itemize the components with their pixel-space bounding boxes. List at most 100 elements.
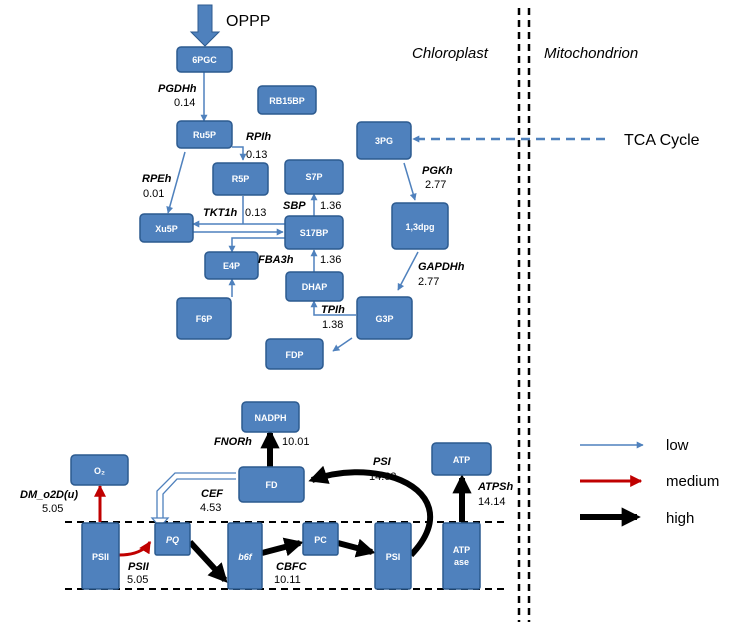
- reaction-tkt1h-value: 0.13: [245, 207, 266, 219]
- node-g3p: G3P: [356, 296, 413, 340]
- chloroplast-label: Chloroplast: [412, 45, 489, 62]
- node-f6p: F6P: [176, 297, 232, 340]
- arrow-ru5p-xu5p: [166, 151, 186, 214]
- node-o2: O₂: [70, 454, 129, 486]
- reaction-fba3h-name: FBA3h: [258, 254, 294, 266]
- node-fd: FD: [238, 466, 305, 503]
- svg-text:DHAP: DHAP: [302, 282, 328, 292]
- arrow-psi-fd: [308, 465, 434, 558]
- node-3pg: 3PG: [356, 121, 412, 160]
- node-atpase: ATP ase: [442, 522, 481, 590]
- reaction-gapdhh-value: 2.77: [418, 276, 439, 288]
- reaction-tkt1h-name: TKT1h: [203, 207, 238, 219]
- svg-text:NADPH: NADPH: [254, 413, 286, 423]
- svg-text:PSII: PSII: [92, 552, 109, 562]
- arrow-pq-b6f: [187, 539, 228, 583]
- arrow-g3p-dhap: [310, 300, 356, 316]
- node-s17bp: S17BP: [284, 215, 344, 250]
- reaction-tpih-value: 1.38: [322, 319, 343, 331]
- node-b6f: b6f: [227, 522, 263, 590]
- node-nadph: NADPH: [241, 401, 300, 433]
- reaction-rpih-value: 0.13: [246, 149, 267, 161]
- svg-text:R5P: R5P: [232, 174, 250, 184]
- svg-text:3PG: 3PG: [375, 136, 393, 146]
- svg-text:Xu5P: Xu5P: [155, 224, 178, 234]
- reaction-pgkh-value: 2.77: [425, 179, 446, 191]
- node-6pgc: 6PGC: [176, 46, 233, 73]
- reaction-psi-name: PSI: [373, 456, 392, 468]
- reaction-dm-o2d-name: DM_o2D(u): [20, 489, 78, 501]
- svg-text:ATP: ATP: [453, 545, 470, 555]
- svg-text:G3P: G3P: [375, 314, 393, 324]
- svg-text:PSI: PSI: [386, 552, 401, 562]
- svg-text:FDP: FDP: [286, 350, 304, 360]
- svg-text:O₂: O₂: [94, 466, 105, 476]
- reaction-pgdhh-value: 0.14: [174, 97, 195, 109]
- svg-text:E4P: E4P: [223, 261, 240, 271]
- svg-text:6PGC: 6PGC: [192, 55, 217, 65]
- svg-text:PC: PC: [314, 535, 327, 545]
- node-fdp: FDP: [265, 338, 324, 370]
- svg-text:S17BP: S17BP: [300, 228, 329, 238]
- node-pc: PC: [302, 522, 339, 556]
- legend-low-label: low: [666, 437, 689, 454]
- node-e4p: E4P: [204, 251, 259, 280]
- reaction-fba3h-value: 1.36: [320, 254, 341, 266]
- reaction-pgkh-name: PGKh: [422, 165, 453, 177]
- svg-text:FD: FD: [266, 480, 278, 490]
- svg-text:Ru5P: Ru5P: [193, 130, 216, 140]
- svg-text:PQ: PQ: [166, 535, 179, 545]
- arrow-pc-psi: [337, 538, 376, 558]
- svg-text:ATP: ATP: [453, 455, 470, 465]
- arrow-g3p-fdp: [332, 337, 353, 352]
- reaction-fnorh-name: FNORh: [214, 436, 252, 448]
- reaction-rpeh-value: 0.01: [143, 188, 164, 200]
- node-psii: PSII: [81, 522, 120, 590]
- tca-cycle-label: TCA Cycle: [624, 132, 700, 149]
- arrow-ru5p-r5p: [232, 146, 247, 161]
- node-ru5p: Ru5P: [176, 120, 233, 149]
- node-dhap: DHAP: [285, 271, 344, 302]
- node-xu5p: Xu5P: [139, 213, 194, 243]
- node-s7p: S7P: [284, 159, 344, 195]
- node-psi: PSI: [374, 522, 412, 590]
- reaction-psii-name: PSII: [128, 561, 150, 573]
- legend-high-label: high: [666, 510, 694, 527]
- reaction-rpih-name: RPIh: [246, 131, 271, 143]
- legend: low medium high: [580, 437, 719, 527]
- reaction-atpsh-name: ATPSh: [477, 481, 514, 493]
- mitochondrion-label: Mitochondrion: [544, 45, 638, 62]
- arrow-cef-fd-pq-outline: [156, 472, 236, 520]
- reaction-rpeh-name: RPEh: [142, 173, 172, 185]
- reaction-cbfc-name: CBFC: [276, 561, 308, 573]
- svg-text:RB15BP: RB15BP: [269, 96, 305, 106]
- reaction-psii-value: 5.05: [127, 574, 148, 586]
- reaction-sbp-name: SBP: [283, 200, 306, 212]
- reaction-fnorh-value: 10.01: [282, 436, 310, 448]
- reaction-dm-o2d-value: 5.05: [42, 503, 63, 515]
- svg-text:F6P: F6P: [196, 314, 213, 324]
- svg-text:b6f: b6f: [238, 552, 253, 562]
- reaction-cef-value: 4.53: [200, 502, 221, 514]
- oppp-arrow: [189, 4, 221, 47]
- svg-text:1,3dpg: 1,3dpg: [405, 222, 434, 232]
- arrow-cef-fd-pq: [157, 473, 236, 520]
- node-r5p: R5P: [212, 162, 269, 196]
- reaction-tpih-name: TPIh: [321, 304, 345, 316]
- reaction-pgdhh-name: PGDHh: [158, 83, 197, 95]
- reaction-cef-name: CEF: [201, 488, 223, 500]
- reaction-psi-value: 14.63: [369, 471, 397, 483]
- arrow-tkt-e4p: [228, 237, 285, 253]
- reaction-cbfc-value: 10.11: [274, 574, 301, 586]
- node-pq: PQ: [154, 522, 191, 556]
- oppp-label: OPPP: [226, 13, 270, 30]
- arrow-3pg-13dpg: [403, 162, 417, 201]
- arrow-b6f-pc: [261, 537, 304, 557]
- svg-text:S7P: S7P: [305, 172, 322, 182]
- legend-medium-label: medium: [666, 473, 719, 490]
- reaction-gapdhh-name: GAPDHh: [418, 261, 465, 273]
- reaction-sbp-value: 1.36: [320, 200, 341, 212]
- arrow-13dpg-g3p: [397, 251, 419, 291]
- svg-text:ase: ase: [454, 557, 469, 567]
